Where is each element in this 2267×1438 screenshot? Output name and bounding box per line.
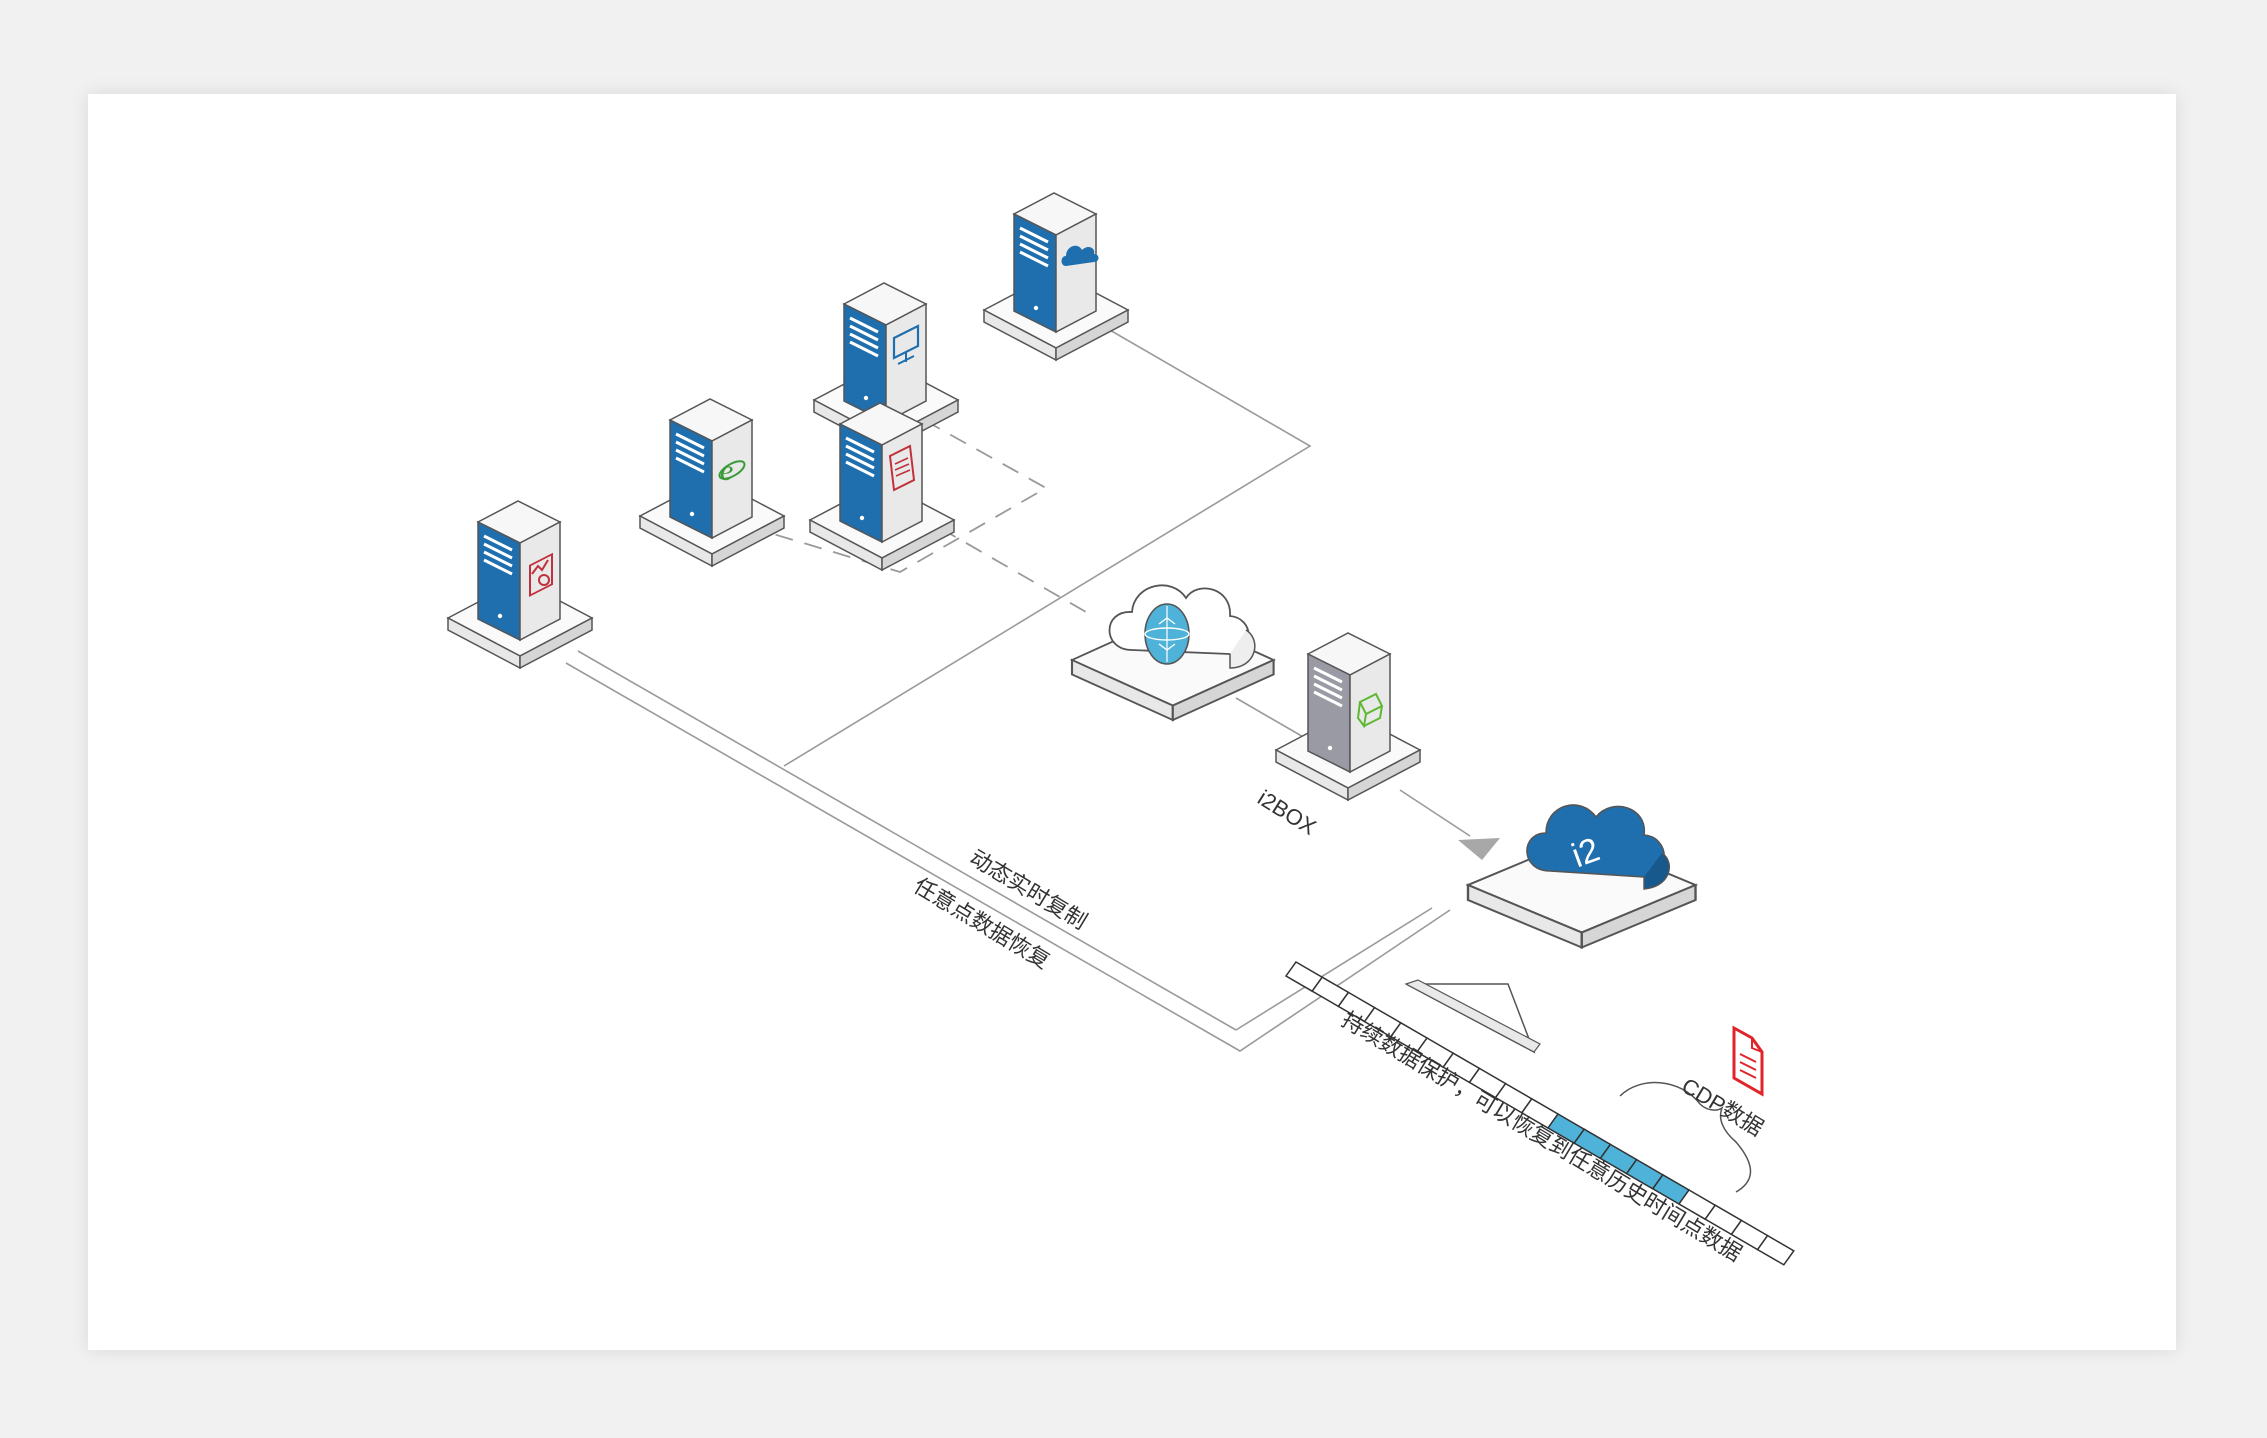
document-icon: [888, 444, 916, 492]
cloud-to-i2box-line: [1235, 697, 1313, 743]
cdp-protect-label: 持续数据保护，可以恢复到任意历史时间点数据: [1337, 1007, 1746, 1266]
browser-server: e: [639, 397, 785, 567]
timeline-cell: [1756, 1234, 1795, 1266]
cloud-server: [983, 191, 1129, 361]
arrowhead-icon: [1458, 838, 1500, 860]
recovery-arrow-line: [1235, 907, 1433, 1031]
replication-line: [565, 662, 1451, 1052]
i2box-to-i2-line: [1399, 789, 1471, 837]
i2-cloud-node: i2: [1466, 804, 1697, 949]
box-icon: [1356, 692, 1384, 729]
timeline-pointer: [1404, 979, 1541, 1054]
cloud-icon: [1061, 245, 1099, 266]
cloud-server-link: [783, 321, 1312, 767]
analytics-server: [447, 499, 593, 669]
network-cloud-node: [1070, 584, 1275, 722]
cdp-file-icon: [1732, 1025, 1764, 1097]
connection-lines: [565, 321, 1471, 1052]
ie-browser-icon: e: [718, 454, 746, 487]
chart-doc-icon: [529, 552, 553, 598]
network-cloud-icon: [1108, 584, 1256, 669]
cdp-timeline: [1284, 961, 1795, 1266]
cdp-brace: [1619, 1081, 1752, 1193]
monitor-server: [813, 281, 959, 451]
i2-cloud-icon: i2: [1526, 804, 1671, 890]
diagram-card: [88, 94, 2176, 1350]
recovery-line: [577, 650, 1237, 1031]
i2box-label: i2BOX: [1253, 785, 1320, 840]
document-server: [809, 401, 955, 571]
monitor-icon: [892, 324, 920, 365]
i2box-node: [1275, 632, 1421, 801]
